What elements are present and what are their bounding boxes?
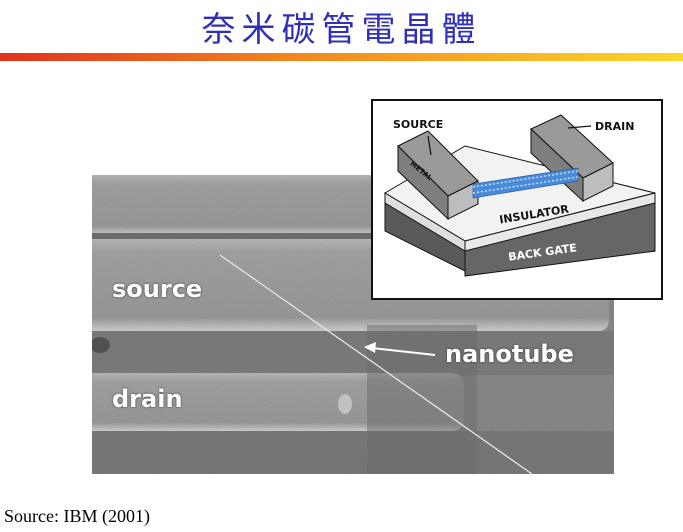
device-schematic-graphic xyxy=(384,114,656,277)
device-schematic-inset: SOURCE DRAIN METAL INSULATOR BACK GATE xyxy=(371,99,663,300)
slide-title: 奈米碳管電晶體 xyxy=(201,10,482,50)
source-electrode-label: source xyxy=(112,275,203,303)
drain-electrode-label: drain xyxy=(112,385,183,413)
nanotube-line xyxy=(219,254,533,474)
schematic-drain-label: DRAIN xyxy=(595,120,635,133)
nanotube-label: nanotube xyxy=(445,340,574,368)
image-source-citation: Source: IBM (2001) xyxy=(4,506,150,526)
schematic-source-label: SOURCE xyxy=(393,118,444,131)
nanotube-pointer-arrow xyxy=(371,347,436,356)
title-underline-bar xyxy=(0,53,683,61)
nanotube-channel xyxy=(472,167,579,199)
